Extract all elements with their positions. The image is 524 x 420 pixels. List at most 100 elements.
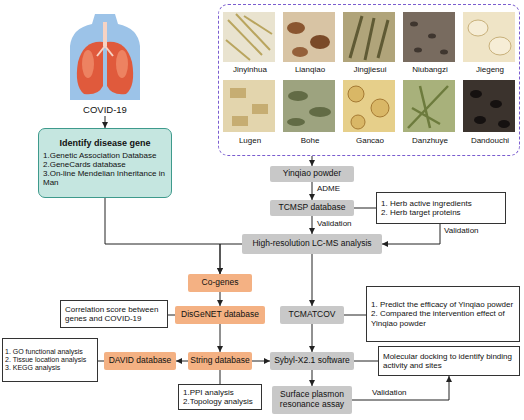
note-text: 3. KEGG analysis	[5, 364, 60, 372]
herb-photo	[403, 80, 455, 132]
herb-texture	[474, 116, 486, 124]
herb-photo	[403, 12, 455, 62]
note-text: 2.Topology analysis	[183, 397, 253, 406]
note-text: 2. Tissue location analysis	[5, 356, 86, 364]
note-text: 1. Predict the efficacy of Yinqiao powde…	[371, 300, 513, 309]
process-box: Yinqiao powder	[270, 166, 354, 182]
connector-line	[168, 315, 175, 316]
box-label: Co-genes	[202, 278, 239, 288]
herb-texture	[350, 16, 388, 60]
herb-photo	[223, 80, 275, 132]
edge-label: Validation	[317, 219, 352, 228]
herb-texture	[414, 48, 422, 53]
herb-texture	[348, 86, 364, 102]
connector-arrow	[312, 156, 313, 166]
herb-texture	[351, 115, 365, 129]
box-label: Surface plasmon resonance assay	[273, 390, 351, 410]
edge-label: Validation	[372, 388, 407, 397]
herb-texture	[371, 99, 389, 117]
note-text: 1.PPI analysis	[183, 388, 234, 397]
herb-texture	[428, 34, 436, 39]
connector-arrow	[312, 216, 313, 234]
connector-arrow	[220, 324, 221, 352]
list-item: 2.GeneCards database	[43, 160, 167, 169]
connector-arrow	[220, 292, 221, 306]
box-label: TCMSP database	[279, 203, 346, 213]
torso-shape	[70, 14, 140, 100]
edge-label: Validation	[444, 226, 479, 235]
herb-label: Lugen	[220, 136, 280, 145]
herb-texture	[232, 116, 248, 126]
illustration-caption: COVID-19	[83, 105, 127, 116]
note-box: Correlation score between genes and COVI…	[60, 300, 168, 328]
note-box: 1.PPI analysis2.Topology analysis	[178, 384, 262, 410]
connector-arrow	[382, 224, 440, 244]
note-text: 1. Herb active ingredients	[381, 199, 472, 208]
connector-arrow	[312, 182, 313, 200]
note-box: Molecular docking to identify binding ac…	[378, 346, 520, 376]
lung-highlight	[82, 50, 94, 78]
herb-texture	[287, 22, 305, 34]
herb-label: Danzhuye	[400, 136, 460, 145]
connector-arrow	[312, 324, 313, 352]
process-box: High-resolution LC-MS analysis	[242, 234, 382, 254]
connector-arrow	[105, 116, 106, 128]
herb-panel: JinyinhuaLianqiaoJingjiesuiNiubangziJieg…	[218, 4, 520, 156]
herb-texture	[440, 50, 448, 55]
box-label: String database	[190, 356, 250, 366]
herb-label: Dandouchi	[460, 136, 520, 145]
box-label: DisGeNET database	[181, 310, 259, 320]
herb-texture	[408, 86, 448, 128]
note-text: 2. Herb target proteins	[381, 208, 461, 217]
herb-texture	[498, 120, 510, 128]
connector-arrow	[105, 198, 220, 274]
note-text: Correlation score between genes and COVI…	[65, 305, 163, 323]
herb-photo	[283, 12, 335, 62]
herb-texture	[288, 91, 308, 101]
note-box: 1. Predict the efficacy of Yinqiao powde…	[366, 286, 520, 342]
herb-label: Jingjiesui	[340, 65, 400, 74]
herb-texture	[252, 104, 268, 114]
herb-label: Lianqiao	[280, 65, 340, 74]
process-box: TCMSP database	[270, 200, 354, 216]
connector-arrow	[220, 244, 242, 274]
connector-line	[354, 361, 378, 362]
herb-texture	[230, 88, 246, 98]
illustration-node: COVID-19	[55, 14, 155, 116]
connector-arrow	[176, 361, 188, 362]
herb-texture	[410, 22, 418, 27]
connector-line	[220, 370, 221, 384]
box-label: High-resolution LC-MS analysis	[252, 239, 371, 249]
process-box: Sybyl-X2.1 software	[270, 352, 354, 370]
connector-arrow	[352, 376, 449, 400]
list-item: 3.On-line Mendelian Inheritance in Man	[43, 169, 167, 187]
note-box: 1. GO functional analysis2. Tissue locat…	[2, 338, 98, 382]
herb-texture	[468, 20, 488, 36]
connector-line	[354, 208, 376, 209]
process-box: DisGeNET database	[175, 306, 265, 324]
list-item: 1.Genetic Association Database	[43, 151, 167, 160]
edge-label: ADME	[317, 184, 340, 193]
box-heading: Identify disease gene	[59, 138, 150, 148]
process-box: String database	[188, 352, 252, 370]
herb-texture	[226, 14, 272, 60]
process-box: TCMATCOV	[280, 306, 344, 324]
herb-photo	[283, 80, 335, 132]
box-label: TCMATCOV	[288, 310, 335, 320]
herb-photo	[463, 12, 515, 62]
box-label: DAVID database	[109, 356, 172, 366]
herb-photo	[463, 80, 515, 132]
bronchi	[97, 46, 113, 56]
herb-label: Jiegeng	[460, 65, 520, 74]
process-box: DAVID database	[104, 352, 176, 370]
herb-texture	[490, 100, 502, 108]
process-box: Co-genes	[188, 274, 252, 292]
right-lung	[107, 42, 133, 95]
lung-illustration	[70, 14, 140, 100]
left-lung	[77, 42, 103, 95]
note-text: 2. Compared the intervention effect of Y…	[371, 309, 515, 327]
herb-texture	[287, 118, 305, 126]
process-box: Surface plasmon resonance assay	[272, 386, 352, 414]
lung-highlight	[116, 50, 128, 78]
